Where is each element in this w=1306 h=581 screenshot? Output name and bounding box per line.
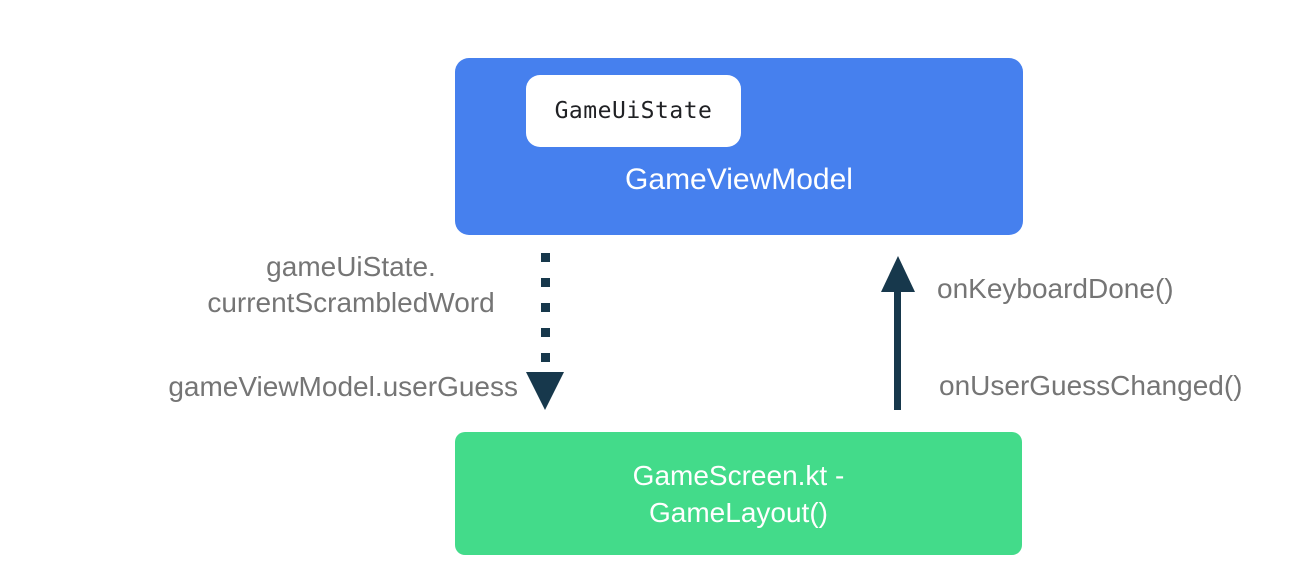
gamescreen-box: GameScreen.kt - GameLayout() xyxy=(455,432,1022,555)
state-flow-label-line1: gameUiState. xyxy=(266,251,436,282)
event-arrow-shaft xyxy=(894,288,901,410)
state-flow-dotted-line xyxy=(541,253,550,365)
state-flow-label-line2: currentScrambledWord xyxy=(207,287,495,318)
gamescreen-title: GameScreen.kt - GameLayout() xyxy=(633,457,845,531)
up-arrowhead-icon xyxy=(881,256,915,292)
gamescreen-title-line1: GameScreen.kt - xyxy=(632,459,845,491)
on-keyboard-done-label: onKeyboardDone() xyxy=(937,273,1174,304)
on-user-guess-changed-label: onUserGuessChanged() xyxy=(939,370,1243,401)
user-guess-label: gameViewModel.userGuess xyxy=(168,371,518,402)
gameuistate-chip: GameUiState xyxy=(526,75,741,147)
gameviewmodel-title: GameViewModel xyxy=(625,163,853,196)
gamescreen-title-line2: GameLayout() xyxy=(649,496,828,528)
gameviewmodel-box: GameUiState GameViewModel xyxy=(455,58,1023,235)
state-flow-label: gameUiState. currentScrambledWord xyxy=(131,249,571,321)
gameuistate-chip-label: GameUiState xyxy=(554,98,713,124)
down-arrowhead-icon xyxy=(526,372,564,410)
